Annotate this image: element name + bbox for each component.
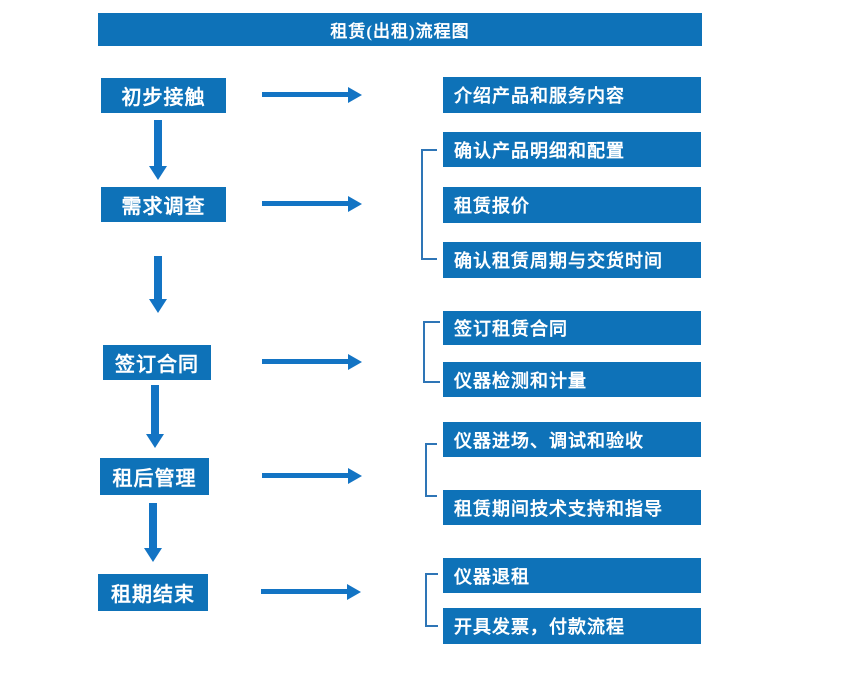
stage-box-post-rental-management: 租后管理 (100, 458, 209, 495)
arrow-right-icon-4 (262, 468, 362, 484)
detail-box-introduce-products: 介绍产品和服务内容 (443, 77, 701, 113)
arrow-right-icon-3 (262, 354, 362, 370)
arrow-right-icon-1 (262, 87, 362, 103)
arrow-down-icon-3 (146, 385, 164, 448)
stage-box-rental-end: 租期结束 (98, 574, 208, 611)
arrow-down-icon-4 (144, 503, 162, 562)
arrow-down-icon-2 (149, 256, 167, 313)
detail-box-instrument-return: 仪器退租 (443, 558, 701, 593)
detail-box-sign-rental-contract: 签订租赁合同 (443, 311, 701, 345)
detail-box-invoice-payment: 开具发票，付款流程 (443, 608, 701, 644)
detail-box-technical-support: 租赁期间技术支持和指导 (443, 490, 701, 525)
stage-box-sign-contract: 签订合同 (103, 345, 211, 380)
detail-box-rental-quotation: 租赁报价 (443, 187, 701, 223)
stage-box-initial-contact: 初步接触 (101, 78, 226, 113)
arrow-right-icon-2 (262, 196, 362, 212)
bracket-rental-end-group (425, 573, 438, 627)
bracket-demand-survey-group (421, 149, 437, 260)
arrow-right-icon-5 (261, 584, 361, 600)
detail-box-confirm-period-delivery: 确认租赁周期与交货时间 (443, 242, 701, 278)
arrow-down-icon-1 (149, 120, 167, 180)
detail-box-instrument-testing: 仪器检测和计量 (443, 362, 701, 397)
bracket-sign-contract-group (423, 321, 440, 383)
flowchart-title: 租赁(出租)流程图 (98, 13, 702, 46)
detail-box-confirm-product-config: 确认产品明细和配置 (443, 132, 701, 167)
stage-box-demand-survey: 需求调查 (101, 187, 226, 222)
detail-box-instrument-setup-acceptance: 仪器进场、调试和验收 (443, 422, 701, 457)
bracket-post-rental-group (425, 443, 437, 497)
